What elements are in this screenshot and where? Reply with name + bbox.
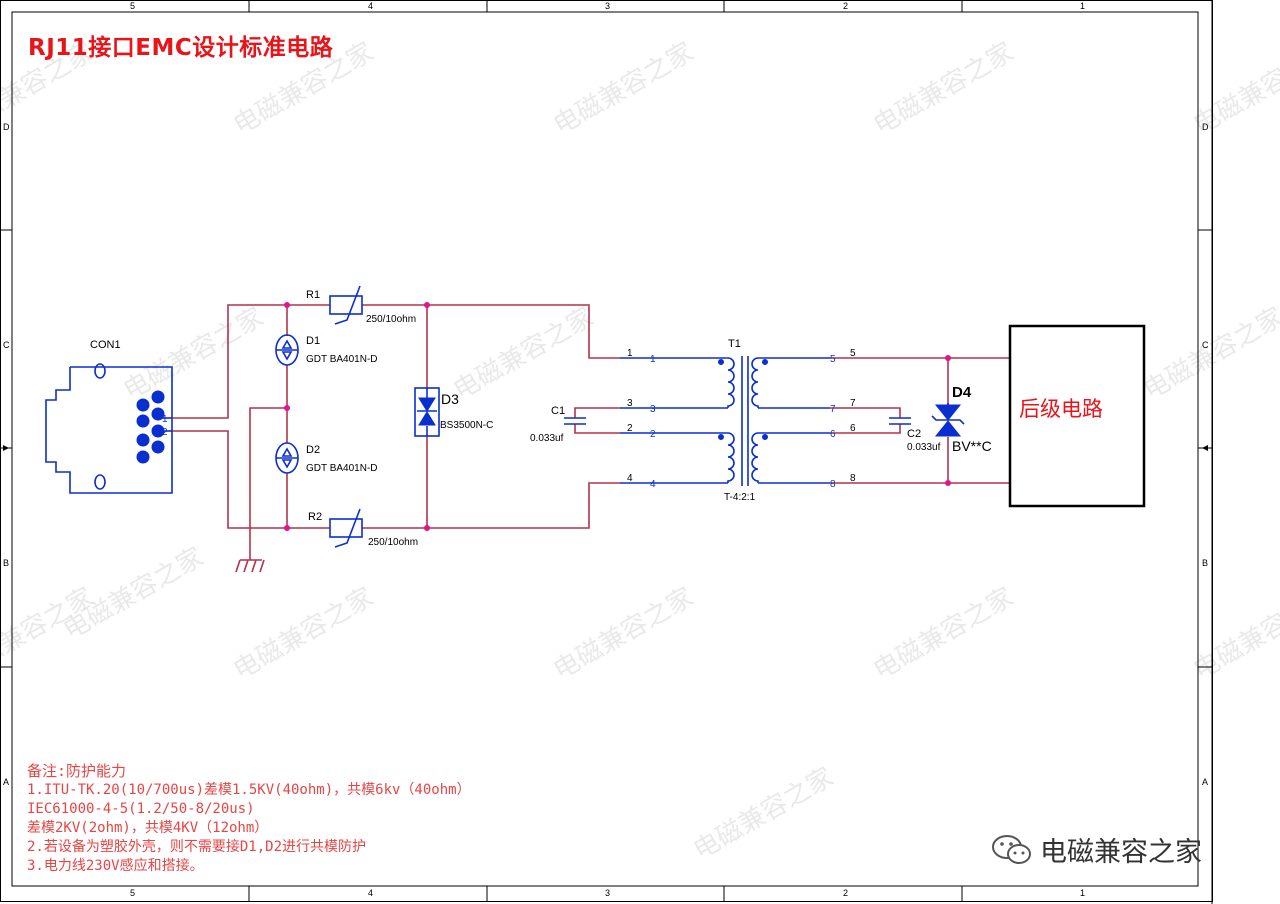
watermark-text: 电磁兼容之家	[119, 302, 269, 406]
d4-tvs-diode	[931, 403, 965, 437]
con1-pin-2: 2	[162, 427, 168, 438]
net-label-3: 3	[627, 398, 633, 409]
d3-tss	[414, 387, 440, 437]
t1-pin-8: 8	[830, 479, 836, 490]
zone-right-d: D	[1202, 122, 1209, 132]
watermark-text: 电磁兼容之家	[1189, 582, 1280, 686]
zone-right-a: A	[1202, 777, 1208, 787]
notes-line: 2.若设备为塑胶外壳，则不需要接D1,D2进行共模防护	[27, 839, 366, 855]
net-label-1: 1	[627, 348, 633, 359]
zone-top-1: 1	[1080, 1, 1085, 11]
t1-pin-7: 7	[830, 404, 836, 415]
t1-pin-2: 2	[650, 429, 656, 440]
zone-bottom-2: 2	[843, 888, 848, 898]
con1-ref: CON1	[90, 339, 121, 351]
zone-top-4: 4	[368, 1, 373, 11]
junction-nodes	[284, 302, 951, 531]
next-stage-label: 后级电路	[1019, 397, 1103, 421]
wires	[172, 304, 1010, 573]
zone-labels: 5 4 3 2 1 5 4 3 2 1 D C B A D C B A	[3, 1, 1209, 898]
c2-ref: C2	[907, 428, 921, 440]
r2-ptc-resistor	[329, 508, 363, 548]
watermark-text: 电磁兼容之家	[689, 762, 839, 866]
protection-notes: 备注:防护能力 1.ITU-TK.20(10/700us)差模1.5KV(40o…	[27, 762, 471, 876]
zone-right-b: B	[1202, 558, 1208, 568]
watermark-text: 电磁兼容之家	[229, 582, 379, 686]
t1-pin-5: 5	[830, 354, 836, 365]
t1-transformer	[620, 356, 830, 486]
zone-left-a: A	[3, 777, 9, 787]
notes-line: IEC61000-4-5(1.2/50-8/20us)	[27, 801, 255, 817]
watermark-text: 电磁兼容之家	[549, 37, 699, 141]
zone-bottom-5: 5	[130, 888, 135, 898]
r2-value: 250/10ohm	[368, 537, 418, 548]
brand-logo: 电磁兼容之家	[990, 830, 1202, 869]
t1-ref: T1	[728, 338, 741, 350]
con1-rj11-connector	[45, 363, 173, 494]
d3-ref: D3	[441, 391, 459, 407]
notes-line: 3.电力线230V感应和搭接。	[27, 858, 204, 874]
c1-ref: C1	[551, 405, 565, 417]
zone-left-c: C	[3, 340, 10, 350]
page-title: RJ11接口EMC设计标准电路	[28, 35, 334, 61]
t1-value: T-4:2:1	[724, 492, 756, 503]
c2-value: 0.033uf	[907, 442, 941, 453]
notes-line: 差模2KV(2ohm)，共模4KV（12ohm）	[27, 820, 269, 836]
watermark-text: 电磁兼容之家	[869, 37, 1019, 141]
r1-ptc-resistor	[329, 285, 363, 325]
net-label-7: 7	[850, 398, 856, 409]
sheet-frame	[0, 0, 1213, 904]
watermark-text: 电磁兼容之家	[549, 582, 699, 686]
zone-left-b: B	[3, 558, 9, 568]
d3-value: BS3500N-C	[440, 420, 493, 431]
notes-line: 1.ITU-TK.20(10/700us)差模1.5KV(40ohm)，共模6k…	[27, 782, 471, 798]
zone-bottom-4: 4	[368, 888, 373, 898]
brand-name: 电磁兼容之家	[1040, 837, 1202, 868]
net-label-8: 8	[850, 473, 856, 484]
t1-pin-3: 3	[650, 404, 656, 415]
zone-top-2: 2	[843, 1, 848, 11]
d2-value: GDT BA401N-D	[306, 463, 378, 474]
d4-ref: D4	[952, 384, 972, 401]
next-stage-block	[1008, 324, 1146, 508]
t1-pin-6: 6	[830, 429, 836, 440]
wechat-icon	[992, 834, 1031, 864]
r2-ref: R2	[308, 511, 322, 523]
c1-capacitor	[564, 417, 586, 425]
d1-gdt	[275, 334, 299, 366]
t1-pin-4: 4	[650, 479, 656, 490]
r1-ref: R1	[306, 289, 320, 301]
con1-pin-1: 1	[162, 414, 168, 425]
c2-capacitor	[889, 417, 911, 425]
d2-ref: D2	[306, 444, 320, 456]
net-label-5: 5	[850, 348, 856, 359]
watermark-text: 电磁兼容之家	[449, 302, 599, 406]
net-label-6: 6	[850, 423, 856, 434]
watermark-layer: 电磁兼容之家电磁兼容之家电磁兼容之家电磁兼容之家电磁兼容之家电磁兼容之家电磁兼容…	[0, 37, 1280, 866]
r1-value: 250/10ohm	[366, 314, 416, 325]
zone-left-d: D	[3, 122, 10, 132]
d1-ref: D1	[306, 335, 320, 347]
t1-pin-1: 1	[650, 354, 656, 365]
net-label-4: 4	[627, 473, 633, 484]
zone-top-3: 3	[605, 1, 610, 11]
c1-value: 0.033uf	[530, 433, 564, 444]
d2-gdt	[275, 442, 299, 474]
zone-top-5: 5	[130, 1, 135, 11]
notes-heading: 备注:防护能力	[27, 762, 127, 780]
watermark-text: 电磁兼容之家	[1139, 302, 1280, 406]
zone-bottom-1: 1	[1080, 888, 1085, 898]
zone-bottom-3: 3	[605, 888, 610, 898]
d4-value: BV**C	[952, 438, 992, 454]
d1-value: GDT BA401N-D	[306, 354, 378, 365]
net-label-2: 2	[627, 423, 633, 434]
zone-right-c: C	[1202, 340, 1209, 350]
watermark-text: 电磁兼容之家	[869, 582, 1019, 686]
